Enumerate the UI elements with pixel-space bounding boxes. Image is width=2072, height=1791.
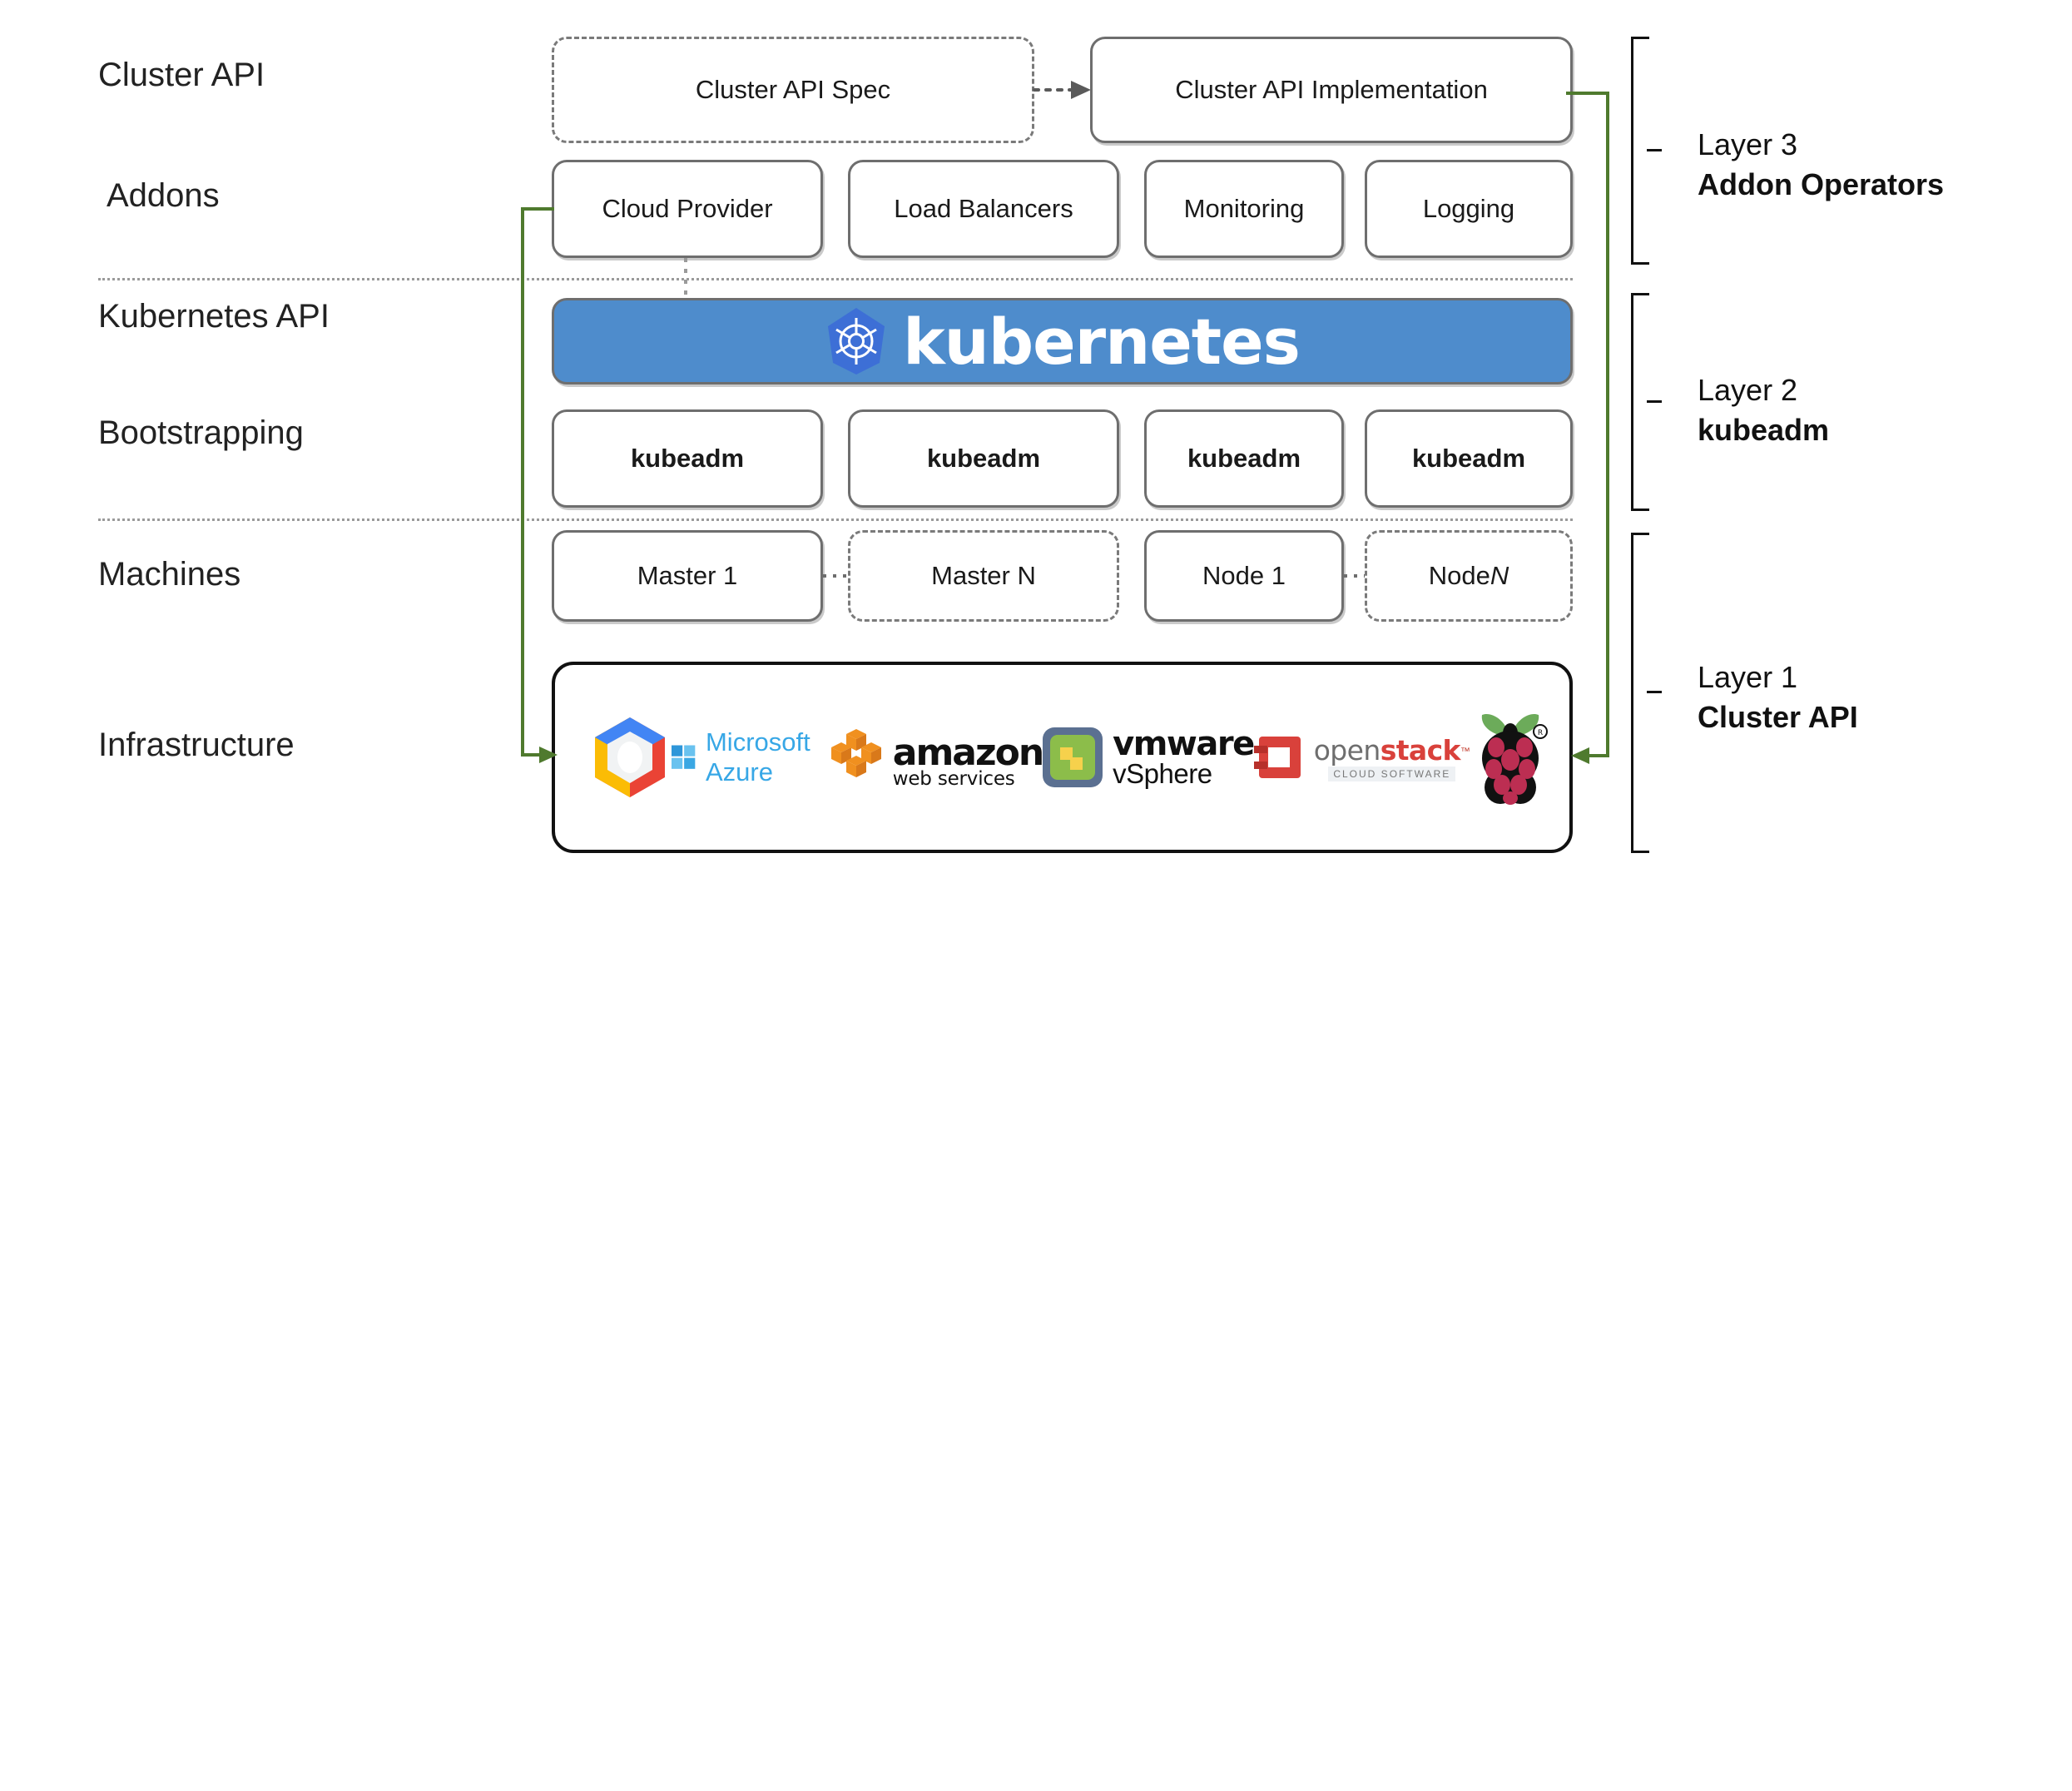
- box-infrastructure-providers[interactable]: Microsoft Azure amazon web services: [552, 662, 1573, 853]
- box-addon-monitoring[interactable]: Monitoring: [1144, 160, 1344, 258]
- clusterapi-implementation-to-infrastructure-arrow: [1566, 92, 1609, 764]
- machine-node-n-label: Node: [1428, 561, 1490, 591]
- separator-layer3-layer2: [98, 278, 1573, 280]
- kubernetes-banner[interactable]: kubernetes: [552, 298, 1573, 384]
- row-label-addons: Addons: [107, 176, 220, 214]
- row-label-cluster-api: Cluster API: [98, 56, 265, 93]
- layer-2-number: Layer 2: [1698, 373, 1798, 407]
- layer-1-label: Layer 1 Cluster API: [1698, 657, 1858, 737]
- amazon-web-services-logo[interactable]: amazon web services: [823, 726, 1044, 790]
- box-kubeadm-node-n[interactable]: kubeadm: [1365, 409, 1573, 508]
- box-cluster-api-spec[interactable]: Cluster API Spec: [552, 37, 1034, 143]
- box-kubeadm-node-1[interactable]: kubeadm: [1144, 409, 1344, 508]
- openstack-tagline: CLOUD SOFTWARE: [1328, 766, 1456, 781]
- kubernetes-wordmark: kubernetes: [903, 304, 1301, 379]
- spec-to-impl-arrow: [1033, 81, 1091, 99]
- vmware-square-icon: [1043, 727, 1103, 787]
- aws-cubes-icon: [830, 729, 881, 777]
- layer-1-name: Cluster API: [1698, 699, 1858, 734]
- aws-secondary-wordmark: web services: [892, 768, 1015, 790]
- box-kubeadm-master-1[interactable]: kubeadm: [552, 409, 823, 508]
- layer-2-name: kubeadm: [1698, 412, 1830, 447]
- google-cloud-platform-logo[interactable]: [588, 715, 672, 800]
- openstack-open-wordmark: open: [1313, 733, 1381, 767]
- svg-text:R: R: [1538, 729, 1543, 737]
- microsoft-azure-logo[interactable]: Microsoft Azure: [672, 727, 823, 787]
- vmware-primary-wordmark: vmware: [1113, 724, 1255, 763]
- cloudprovider-to-kubernetes-connector: [684, 258, 687, 306]
- layer-2-label: Layer 2 kubeadm: [1698, 370, 1829, 449]
- layer-3-number: Layer 3: [1698, 127, 1798, 161]
- kubernetes-helm-wheel-logo: [828, 308, 885, 375]
- openstack-logo[interactable]: openstack™ CLOUD SOFTWARE: [1253, 732, 1470, 783]
- brace-layer-2: [1631, 293, 1664, 511]
- azure-wordmark: Microsoft Azure: [705, 727, 810, 786]
- box-kubeadm-master-n[interactable]: kubeadm: [848, 409, 1119, 508]
- box-machine-node-n[interactable]: Node N: [1365, 530, 1573, 622]
- openstack-block-icon: [1253, 737, 1301, 778]
- box-cluster-api-implementation[interactable]: Cluster API Implementation: [1090, 37, 1573, 143]
- layer-1-number: Layer 1: [1698, 660, 1798, 694]
- box-machine-master-1[interactable]: Master 1: [552, 530, 823, 622]
- box-addon-load-balancers[interactable]: Load Balancers: [848, 160, 1119, 258]
- layer-3-label: Layer 3 Addon Operators: [1698, 125, 1944, 204]
- row-label-kubernetes-api: Kubernetes API: [98, 297, 330, 335]
- master1-to-mastern-connector: [823, 574, 848, 578]
- raspberry-pi-logo[interactable]: R: [1470, 708, 1550, 806]
- box-addon-logging[interactable]: Logging: [1365, 160, 1573, 258]
- row-label-bootstrapping: Bootstrapping: [98, 414, 304, 451]
- node1-to-noden-connector: [1344, 574, 1365, 578]
- machine-node-n-suffix: N: [1490, 561, 1509, 591]
- layer-3-name: Addon Operators: [1698, 166, 1945, 201]
- brace-layer-3: [1631, 37, 1664, 265]
- brace-layer-1: [1631, 533, 1664, 853]
- aws-primary-wordmark: amazon: [892, 731, 1044, 774]
- box-machine-master-n[interactable]: Master N: [848, 530, 1119, 622]
- vmware-secondary-wordmark: vSphere: [1113, 757, 1212, 789]
- cloudprovider-to-infrastructure-arrow: [521, 207, 558, 763]
- box-machine-node-1[interactable]: Node 1: [1144, 530, 1344, 622]
- row-label-infrastructure: Infrastructure: [98, 726, 295, 763]
- vmware-vsphere-logo[interactable]: vmware vSphere: [1043, 724, 1255, 789]
- row-label-machines: Machines: [98, 555, 241, 593]
- box-addon-cloud-provider[interactable]: Cloud Provider: [552, 160, 823, 258]
- openstack-stack-wordmark: stack: [1380, 733, 1461, 767]
- separator-layer2-layer1: [98, 518, 1573, 521]
